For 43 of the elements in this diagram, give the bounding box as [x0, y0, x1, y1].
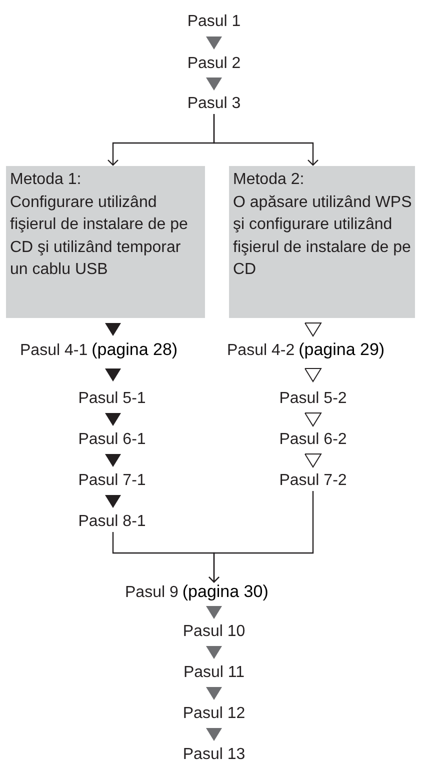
page-reference: (pagina 29) — [298, 340, 385, 359]
step-label: Pasul 2 — [187, 55, 241, 73]
step-label: Pasul 4-2 — [227, 342, 295, 359]
step-label: Pasul 7-2 — [279, 472, 347, 490]
step-label: Pasul 5-1 — [78, 390, 146, 408]
step-label: Pasul 10 — [182, 623, 246, 641]
step-label: Pasul 7-1 — [78, 472, 146, 490]
step-label: Pasul 11 — [183, 664, 245, 682]
step-label: Pasul 13 — [182, 746, 246, 764]
flow-arrow — [105, 413, 121, 426]
method-heading: Metoda 2: — [233, 170, 306, 190]
flow-arrow — [105, 495, 121, 508]
page-reference: (pagina 30) — [182, 582, 268, 601]
method-description: Configurare utilizând fişierul de instalare de pe CD şi utilizând temporar un cablu USB — [10, 192, 189, 280]
flow-arrow — [206, 606, 222, 619]
step-label: Pasul 3 — [187, 95, 241, 113]
step-label: Pasul 12 — [182, 705, 246, 723]
method-description: O apăsare utilizând WPS şi configurare utilizând fişierul de instalare de pe CD — [233, 192, 412, 280]
connector-arrow — [213, 114, 319, 166]
flow-arrow — [105, 368, 121, 382]
flow-arrow — [206, 646, 222, 659]
flow-arrow — [304, 454, 322, 468]
flow-arrow — [304, 412, 322, 427]
flow-arrow — [206, 78, 222, 90]
method-box — [229, 166, 415, 318]
flow-arrow — [105, 454, 121, 467]
flow-arrow — [206, 687, 222, 700]
method-heading: Metoda 1: — [10, 170, 82, 190]
step-label: Pasul 8-1 — [78, 513, 146, 531]
flow-arrow — [206, 728, 222, 741]
flow-arrow — [105, 323, 121, 336]
step-label: Pasul 5-2 — [279, 390, 347, 408]
step-label: Pasul 4-1 — [20, 342, 88, 359]
step-label: Pasul 6-2 — [279, 431, 347, 449]
flow-arrow — [304, 368, 322, 382]
method-box — [6, 166, 205, 318]
flow-arrow — [304, 322, 322, 337]
connector-arrow — [208, 491, 314, 583]
step-label: Pasul 9 — [125, 584, 178, 601]
step-label: Pasul 1 — [187, 13, 241, 31]
step-label: Pasul 6-1 — [78, 431, 146, 449]
page-reference: (pagina 28) — [92, 340, 178, 359]
flow-arrow — [206, 36, 222, 50]
